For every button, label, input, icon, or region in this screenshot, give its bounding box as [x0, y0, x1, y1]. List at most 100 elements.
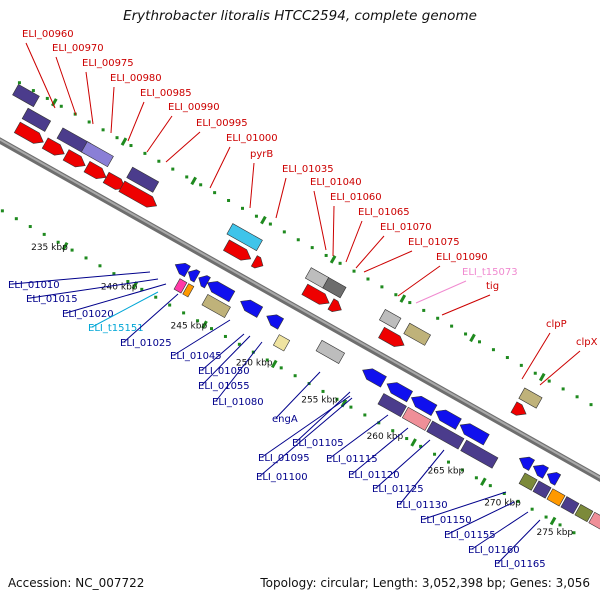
gene-label-bottom: ELI_01045: [170, 319, 231, 362]
label-leader-line: [146, 115, 173, 153]
tick-dot: [196, 319, 200, 323]
gene-feature: [13, 121, 44, 144]
tick-dot: [209, 327, 213, 331]
tick-dot: [17, 81, 21, 85]
label-leader-line: [259, 397, 353, 477]
tick-dot: [199, 183, 203, 187]
tick-dot: [380, 285, 384, 289]
tick-dot: [282, 230, 286, 234]
label-leader-line: [441, 294, 491, 316]
major-tick: [480, 477, 487, 486]
gene-feature: [377, 393, 407, 418]
tick-dot: [352, 269, 356, 273]
tick-dot: [516, 499, 520, 503]
label-leader-line: [363, 250, 413, 273]
tick-dot: [589, 403, 593, 407]
gene-feature: [266, 314, 285, 330]
tick-dot: [154, 295, 158, 299]
gene-label-text: ELI_01160: [468, 545, 520, 556]
gene-feature: [198, 275, 211, 289]
gene-feature: [560, 496, 580, 515]
tick-dot: [227, 198, 231, 202]
gene-label-top: ELI_01075: [363, 237, 460, 273]
gene-label-bottom: ELI_01095: [258, 395, 351, 464]
gene-feature: [403, 322, 431, 346]
gene-label-bottom: ELI_01160: [468, 511, 529, 556]
tick-dot: [101, 128, 105, 132]
tick-dot: [296, 238, 300, 242]
tick-dot: [474, 476, 478, 480]
label-leader-line: [497, 519, 541, 564]
gene-feature: [174, 262, 191, 278]
tick-dot: [391, 429, 395, 433]
tick-dot: [446, 460, 450, 464]
tick-dot: [268, 222, 272, 226]
gene-label-bottom: ELI_01105: [292, 391, 351, 449]
gene-feature: [173, 278, 188, 294]
label-leader-line: [375, 439, 431, 489]
label-leader-line: [65, 283, 167, 314]
gene-label-bottom: ELI_t15151: [88, 291, 159, 334]
gene-feature: [518, 472, 538, 491]
tick-dot: [241, 206, 245, 210]
gene-feature: [532, 480, 552, 499]
gene-label-top: clpP: [521, 319, 567, 380]
gene-feature: [80, 141, 114, 168]
gene-feature: [187, 269, 201, 283]
gene-label-text: ELI_01065: [358, 207, 410, 218]
gene-label-bottom: ELI_01010: [8, 271, 151, 291]
gene-label-top: ELI_01035: [275, 164, 334, 219]
gene-feature: [21, 107, 52, 132]
tick-dot: [547, 379, 551, 383]
tick-dot: [140, 287, 144, 291]
tick-dot: [363, 413, 367, 417]
tick-dot: [460, 468, 464, 472]
major-tick: [270, 359, 278, 369]
tick-dot: [87, 120, 91, 124]
tick-dot: [213, 191, 217, 195]
tick-dot: [70, 248, 74, 252]
tick-dot: [112, 272, 116, 276]
tick-dot: [45, 96, 49, 100]
tick-dot: [185, 175, 189, 179]
tick-dot: [324, 253, 328, 257]
scale-label: 275 kbp: [536, 528, 573, 538]
major-tick: [549, 516, 557, 526]
gene-feature: [510, 401, 527, 416]
gene-label-top: ELI_01090: [397, 252, 488, 297]
tick-dot: [0, 209, 4, 213]
tick-dot: [488, 484, 492, 488]
gene-label-top: pyrB: [249, 149, 273, 209]
gene-label-bottom: ELI_01155: [444, 501, 515, 541]
gene-feature: [223, 239, 252, 261]
gene-label-text: ELI_01120: [348, 470, 400, 481]
gene-label-top: ELI_01060: [330, 192, 382, 257]
major-tick: [340, 398, 348, 408]
gene-feature: [83, 161, 107, 180]
tick-dot: [171, 167, 175, 171]
gene-label-top: ELI_t15073: [415, 267, 518, 304]
gene-label-bottom: ELI_01150: [420, 491, 507, 526]
label-leader-line: [447, 501, 515, 535]
major-tick: [131, 281, 139, 290]
label-leader-line: [55, 56, 77, 116]
label-leader-line: [539, 350, 581, 386]
gene-feature: [62, 149, 86, 168]
gene-label-text: ELI_01050: [198, 366, 250, 377]
scale-label: 240 kbp: [101, 282, 138, 292]
label-leader-line: [423, 491, 507, 520]
gene-label-text: ELI_00995: [196, 118, 248, 129]
label-leader-line: [201, 333, 245, 371]
tick-dot: [28, 225, 32, 229]
tick-dot: [405, 437, 409, 441]
tick-dot: [450, 324, 454, 328]
scale-label: 235 kbp: [31, 243, 68, 253]
gene-label-bottom: ELI_01050: [198, 333, 250, 377]
label-leader-line: [29, 278, 159, 299]
tick-dot: [129, 144, 133, 148]
tick-dot: [293, 374, 297, 378]
gene-feature: [362, 368, 387, 388]
gene-label-top: ELI_01040: [310, 177, 362, 251]
gene-feature: [435, 409, 462, 430]
